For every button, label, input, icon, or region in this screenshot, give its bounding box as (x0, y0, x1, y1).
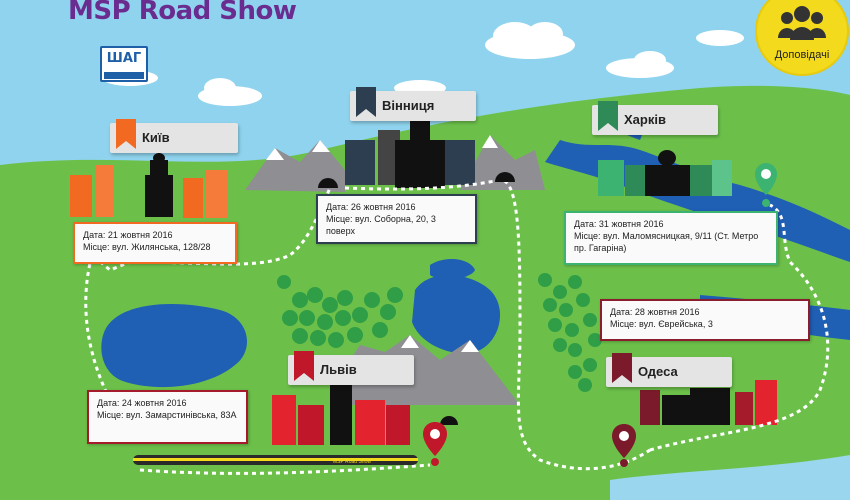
city-name: Одеса (638, 364, 678, 379)
school-logo: ШАГ (100, 46, 148, 82)
city-name: Вінниця (382, 98, 435, 113)
event-date: Дата: 21 жовтня 2016 (83, 230, 173, 240)
event-place: Місце: вул. Жилянська, 128/28 (83, 242, 211, 252)
event-date: Дата: 28 жовтня 2016 (610, 307, 700, 317)
city-banner-kharkiv[interactable]: Харків (592, 101, 718, 135)
bookmark-flag-icon (116, 119, 136, 149)
city-name: Київ (142, 130, 170, 145)
event-info-lviv: Дата: 24 жовтня 2016 Місце: вул. Замарст… (87, 390, 248, 444)
event-date: Дата: 24 жовтня 2016 (97, 398, 187, 408)
event-info-kharkiv: Дата: 31 жовтня 2016 Місце: вул. Маломяс… (564, 211, 778, 265)
logo-text: ШАГ (106, 51, 142, 66)
page-title: MSP Road Show (68, 0, 297, 26)
event-date: Дата: 31 жовтня 2016 (574, 219, 664, 229)
location-pin-icon[interactable] (755, 163, 777, 209)
event-place: Місце: вул. Соборна, 20, 3 поверх (326, 214, 436, 236)
train-icon: MSP Road Show (133, 452, 418, 468)
bookmark-flag-icon (294, 351, 314, 381)
city-banner-vinnytsia[interactable]: Вінниця (350, 87, 476, 121)
city-banner-odesa[interactable]: Одеса (606, 353, 732, 387)
city-name: Харків (624, 112, 666, 127)
event-date: Дата: 26 жовтня 2016 (326, 202, 416, 212)
event-info-odesa: Дата: 28 жовтня 2016 Місце: вул. Єврейсь… (600, 299, 810, 341)
train-label: MSP Road Show (333, 459, 371, 465)
bookmark-flag-icon (598, 101, 618, 131)
event-info-kyiv: Дата: 21 жовтня 2016 Місце: вул. Жилянсь… (73, 222, 237, 264)
city-banner-lviv[interactable]: Львів (288, 351, 414, 385)
event-place: Місце: вул. Маломясницкая, 9/11 (Ст. Мет… (574, 231, 759, 253)
city-name: Львів (320, 362, 357, 377)
location-pin-icon[interactable] (423, 422, 447, 468)
logo-underline (104, 72, 144, 79)
location-pin-icon[interactable] (612, 424, 636, 468)
speakers-button[interactable] (757, 0, 847, 74)
event-place: Місце: вул. Єврейська, 3 (610, 319, 713, 329)
city-banner-kyiv[interactable]: Київ (110, 119, 238, 153)
event-info-vinnytsia: Дата: 26 жовтня 2016 Місце: вул. Соборна… (316, 194, 477, 244)
speakers-label[interactable]: Доповідачі (774, 49, 830, 61)
bookmark-flag-icon (356, 87, 376, 117)
bookmark-flag-icon (612, 353, 632, 383)
speakers-icon (778, 6, 826, 40)
event-place: Місце: вул. Замарстинівська, 83А (97, 410, 237, 420)
